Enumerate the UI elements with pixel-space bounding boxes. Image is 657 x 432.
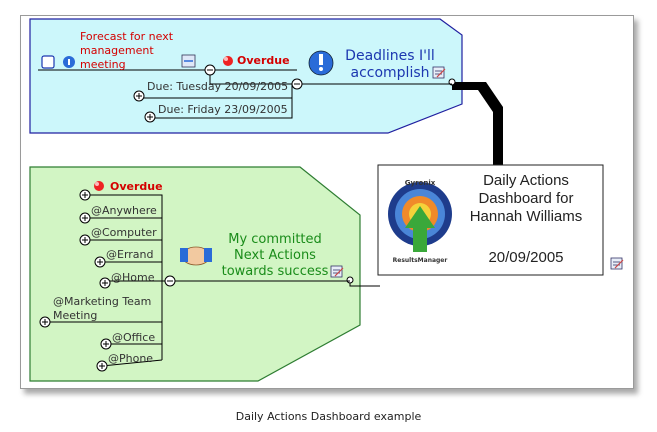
forecast-item-text[interactable]: Forecast for next management meeting — [80, 30, 173, 72]
context-errand[interactable]: @Errand — [106, 248, 154, 261]
logo-top-text: Gyronix — [405, 179, 436, 187]
forecast-line-1: Forecast for next — [80, 30, 174, 43]
actions-connector-node[interactable] — [346, 276, 354, 284]
context-computer[interactable]: @Computer — [91, 226, 157, 239]
due-item-1[interactable]: Due: Tuesday 20/09/2005 — [147, 80, 289, 93]
context-office[interactable]: @Office — [112, 331, 156, 344]
deadlines-branch-lines — [38, 69, 452, 119]
context-phone[interactable]: @Phone — [108, 352, 154, 365]
logo-bottom-text: ResultsManager — [393, 257, 448, 264]
results-manager-logo — [388, 182, 452, 252]
deadlines-title-line-2: accomplish — [350, 65, 430, 81]
context-marketing-line-1: @Marketing Team — [53, 295, 152, 308]
context-toggles — [39, 189, 112, 372]
context-marketing-line-2: Meeting — [53, 309, 98, 322]
connector-thick — [452, 82, 503, 165]
overdue-flag-icon — [223, 56, 233, 66]
actions-region — [29, 166, 361, 382]
overdue-flag-icon — [94, 181, 104, 191]
info-icon — [308, 50, 334, 76]
context-marketing-team[interactable]: @Marketing Team Meeting — [53, 295, 151, 323]
actions-branch-lines — [45, 194, 350, 367]
actions-overdue-label: Overdue — [110, 180, 163, 193]
actions-title-line-3: towards success — [221, 264, 329, 279]
central-topic-title[interactable]: Daily Actions Dashboard for Hannah Willi… — [469, 172, 583, 225]
deadlines-region — [29, 18, 463, 134]
forecast-line-2: management — [80, 44, 154, 57]
deadlines-title-line-1: Deadlines I'll — [345, 48, 435, 64]
handshake-icon — [180, 246, 212, 266]
figure-caption: Daily Actions Dashboard example — [235, 410, 422, 423]
actions-topic-title[interactable]: My committed Next Actions towards succes… — [215, 232, 335, 280]
actions-title-line-1: My committed — [228, 232, 322, 247]
central-topic-date: 20/09/2005 — [488, 249, 564, 266]
deadlines-overdue-label: Overdue — [237, 54, 290, 67]
notes-icon[interactable] — [610, 257, 624, 270]
checkbox-icon[interactable] — [41, 55, 55, 69]
forecast-line-3: meeting — [80, 58, 126, 71]
due-item-2[interactable]: Due: Friday 23/09/2005 — [158, 103, 288, 116]
notes-icon[interactable] — [330, 265, 344, 278]
actions-title-line-2: Next Actions — [234, 248, 316, 263]
context-anywhere[interactable]: @Anywhere — [91, 204, 157, 217]
notes-icon[interactable] — [432, 66, 446, 79]
deadlines-topic-title[interactable]: Deadlines I'll accomplish — [340, 48, 440, 82]
context-home[interactable]: @Home — [111, 271, 155, 284]
